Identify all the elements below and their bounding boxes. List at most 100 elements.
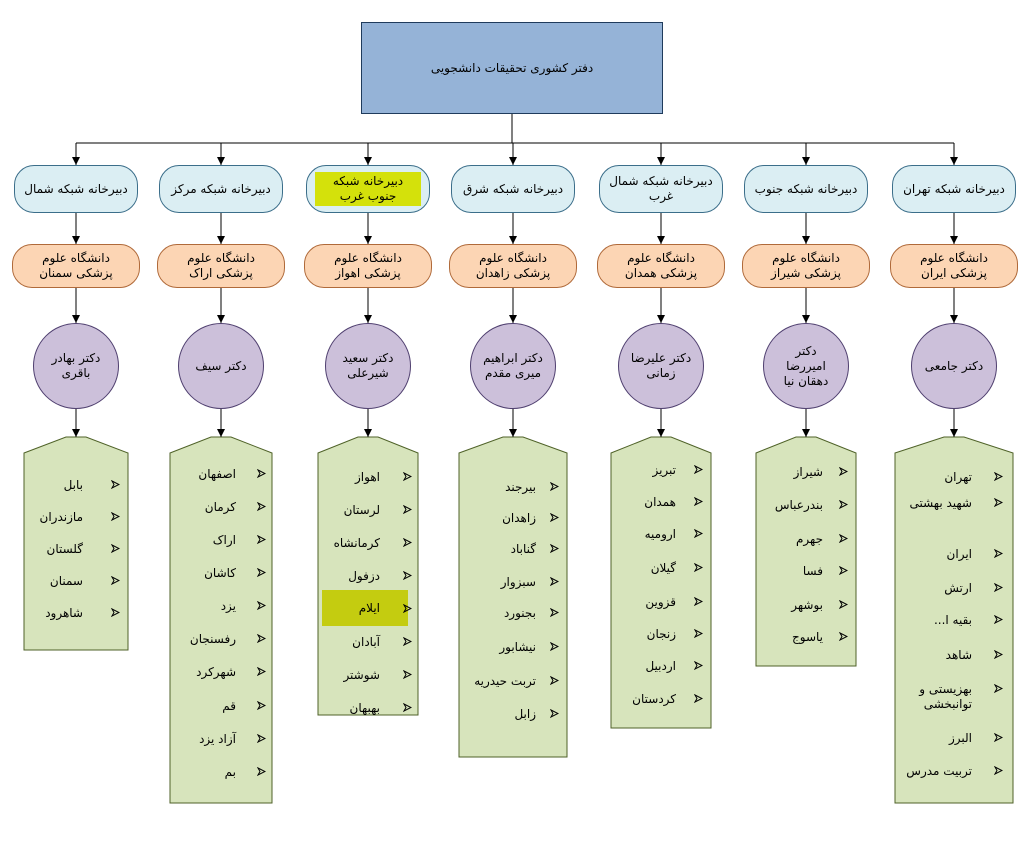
arrow-bullet-icon xyxy=(256,600,267,613)
arrow-bullet-icon xyxy=(549,543,560,556)
university-label: دانشگاه علوم پزشکی اراک xyxy=(187,251,255,280)
arrow-bullet-icon xyxy=(549,512,560,525)
arrow-bullet-icon xyxy=(993,683,1004,696)
city-item: بهبهان xyxy=(349,701,381,715)
arrow-head-icon xyxy=(509,236,517,244)
person-node: دکتر علیرضا زمانی xyxy=(618,323,704,409)
arrow-bullet-icon xyxy=(993,471,1004,484)
city-item: بجنورد xyxy=(503,606,536,620)
city-item: قزوین xyxy=(645,595,676,609)
arrow-head-icon xyxy=(72,315,80,323)
arrow-head-icon xyxy=(72,236,80,244)
arrow-head-icon xyxy=(802,157,810,165)
arrow-head-icon xyxy=(72,157,80,165)
arrow-bullet-icon xyxy=(993,582,1004,595)
university-node: دانشگاه علوم پزشکی ایران xyxy=(890,244,1018,288)
secretariat-node: دبیرخانه شبکه شمال xyxy=(14,165,138,213)
city-item: ارومیه xyxy=(644,527,676,541)
arrow-bullet-icon xyxy=(110,511,121,524)
city-item: گیلان xyxy=(650,561,676,575)
university-label: دانشگاه علوم پزشکی همدان xyxy=(624,251,698,280)
secretariat-label: دبیرخانه شبکه شرق xyxy=(462,181,564,196)
city-item: شهید بهشتی xyxy=(909,496,972,510)
arrow-bullet-icon xyxy=(402,603,413,616)
arrow-bullet-icon xyxy=(256,700,267,713)
city-item: گلستان xyxy=(46,542,83,556)
city-list-panel xyxy=(317,436,419,716)
arrow-bullet-icon xyxy=(110,479,121,492)
arrow-bullet-icon xyxy=(402,504,413,517)
city-item: شاهرود xyxy=(45,606,83,620)
city-item: بم xyxy=(224,765,236,779)
arrow-bullet-icon xyxy=(549,607,560,620)
person-label: دکتر بهادر باقری xyxy=(51,351,101,380)
arrow-bullet-icon xyxy=(256,468,267,481)
city-item: همدان xyxy=(644,495,676,509)
university-node: دانشگاه علوم پزشکی زاهدان xyxy=(449,244,577,288)
arrow-bullet-icon xyxy=(549,481,560,494)
arrow-bullet-icon xyxy=(256,633,267,646)
arrow-head-icon xyxy=(509,315,517,323)
arrow-bullet-icon xyxy=(110,575,121,588)
secretariat-label: دبیرخانه شبکه جنوب غرب xyxy=(315,172,421,206)
city-list-panel xyxy=(169,436,273,804)
city-item: کرمانشاه xyxy=(333,536,380,550)
arrow-bullet-icon xyxy=(110,543,121,556)
arrow-bullet-icon xyxy=(993,765,1004,778)
city-item: شهرکرد xyxy=(196,665,236,679)
person-label: دکتر علیرضا زمانی xyxy=(630,351,692,380)
city-item: ارتش xyxy=(944,581,972,595)
arrow-bullet-icon xyxy=(838,499,849,512)
root-node: دفتر کشوری تحقیقات دانشجویی xyxy=(361,22,663,114)
university-label: دانشگاه علوم پزشکی اهواز xyxy=(334,251,402,280)
arrow-bullet-icon xyxy=(549,708,560,721)
city-item: کردستان xyxy=(632,692,676,706)
arrow-bullet-icon xyxy=(693,693,704,706)
arrow-head-icon xyxy=(217,429,225,437)
city-item: یاسوج xyxy=(792,630,823,644)
city-item: اراک xyxy=(212,533,236,547)
person-label: دکتر سیف xyxy=(195,358,247,373)
person-node: دکتر امیررضا دهقان نیا xyxy=(763,323,849,409)
city-item: البرز xyxy=(948,731,972,745)
city-item: بوشهر xyxy=(791,598,823,612)
arrow-bullet-icon xyxy=(838,565,849,578)
secretariat-label: دبیرخانه شبکه شمال xyxy=(24,181,128,196)
arrow-head-icon xyxy=(364,157,372,165)
arrow-bullet-icon xyxy=(838,466,849,479)
city-item: تبریز xyxy=(652,463,676,477)
arrow-head-icon xyxy=(364,315,372,323)
arrow-bullet-icon xyxy=(838,599,849,612)
arrow-head-icon xyxy=(72,429,80,437)
city-item: زنجان xyxy=(646,627,676,641)
arrow-head-icon xyxy=(217,315,225,323)
secretariat-node: دبیرخانه شبکه شمال غرب xyxy=(599,165,723,213)
city-item: زابل xyxy=(514,707,536,721)
arrow-bullet-icon xyxy=(693,596,704,609)
city-item: گناباد xyxy=(510,542,536,556)
city-item: آبادان xyxy=(352,635,380,649)
person-node: دکتر سعید شیرعلی xyxy=(325,323,411,409)
arrow-bullet-icon xyxy=(402,570,413,583)
city-item: شاهد xyxy=(945,648,972,662)
secretariat-node: دبیرخانه شبکه جنوب xyxy=(744,165,868,213)
university-node: دانشگاه علوم پزشکی اهواز xyxy=(304,244,432,288)
person-node: دکتر سیف xyxy=(178,323,264,409)
arrow-head-icon xyxy=(657,236,665,244)
arrow-bullet-icon xyxy=(256,534,267,547)
city-item: بقیه ا... xyxy=(933,613,972,627)
root-label: دفتر کشوری تحقیقات دانشجویی xyxy=(430,61,594,75)
city-item: رفسنجان xyxy=(189,632,236,646)
arrow-bullet-icon xyxy=(256,567,267,580)
arrow-head-icon xyxy=(657,157,665,165)
arrow-head-icon xyxy=(950,315,958,323)
city-item: سمنان xyxy=(49,574,83,588)
arrow-head-icon xyxy=(509,157,517,165)
city-item: اردبیل xyxy=(645,659,676,673)
city-list-panel xyxy=(894,436,1014,804)
city-item: فسا xyxy=(802,564,823,578)
city-item: دزفول xyxy=(348,569,380,583)
city-item: ایلام xyxy=(322,590,408,626)
city-item: کاشان xyxy=(204,566,236,580)
